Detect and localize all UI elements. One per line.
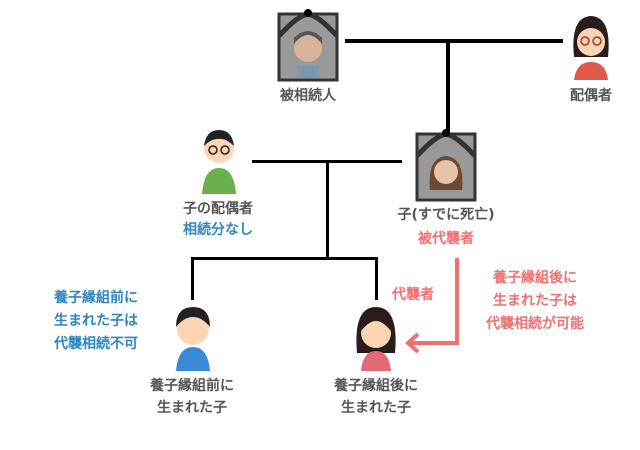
grandchildren-line [191, 257, 378, 260]
before-note-2: 生まれた子は [54, 313, 138, 329]
before-note-1: 養子縁組前に [54, 290, 138, 306]
after-note-1: 養子縁組後に [493, 270, 577, 286]
after-note-2: 生まれた子は [493, 293, 577, 309]
grandchild-before-line [191, 257, 194, 300]
deceased-child-portrait-icon [415, 129, 477, 202]
child-descent-line [326, 161, 329, 259]
grandchild-girl-icon [356, 307, 396, 371]
deceased-portrait-icon [277, 9, 339, 82]
grandchild-after-label-2: 生まれた子 [341, 400, 411, 416]
grandchild-before-label-1: 養子縁組前に [150, 378, 234, 394]
child-spouse-label: 子の配偶者 [183, 201, 253, 217]
representative-label: 代襲者 [392, 287, 434, 303]
child-label: 子(すでに死亡) [397, 207, 495, 223]
child-spouse-note: 相続分なし [183, 222, 253, 238]
after-note-3: 代襲相続が可能 [486, 316, 584, 332]
marriage-line [345, 39, 563, 43]
descent-line [446, 41, 450, 133]
spouse-label: 配偶者 [570, 88, 612, 104]
child-spouse-man-icon [202, 130, 236, 194]
arrow-icon [405, 258, 459, 354]
child-note: 被代襲者 [418, 231, 474, 247]
grandchild-before-label-2: 生まれた子 [157, 400, 227, 416]
spouse-woman-icon [573, 16, 609, 80]
deceased-label: 被相続人 [280, 88, 336, 104]
grandchild-after-line [375, 257, 378, 300]
before-note-3: 代襲相続不可 [54, 336, 138, 352]
grandchild-boy-icon [176, 307, 210, 371]
grandchild-after-label-1: 養子縁組後に [334, 378, 418, 394]
